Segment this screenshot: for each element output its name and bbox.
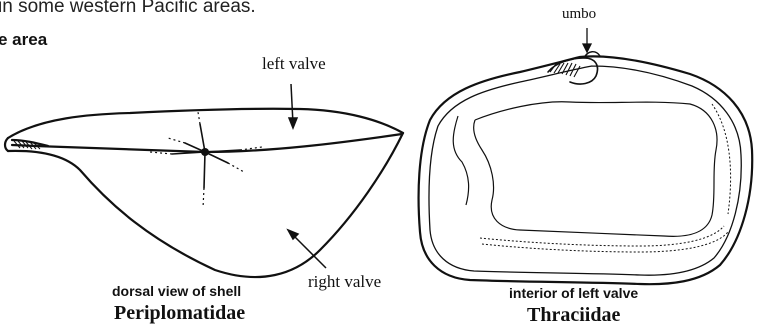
caption-view-thraciidae: interior of left valve bbox=[509, 285, 638, 301]
anterior-muscle-scar bbox=[453, 116, 468, 205]
caption-family-thraciidae: Thraciidae bbox=[527, 304, 620, 327]
caption-view-periplomatidae: dorsal view of shell bbox=[112, 283, 241, 299]
pallial-line bbox=[474, 102, 717, 237]
label-left-valve: left valve bbox=[262, 54, 326, 74]
caption-family-periplomatidae: Periplomatidae bbox=[114, 302, 245, 325]
inner-margin-line bbox=[429, 66, 741, 275]
label-right-valve: right valve bbox=[308, 272, 381, 292]
label-umbo: umbo bbox=[562, 6, 596, 23]
